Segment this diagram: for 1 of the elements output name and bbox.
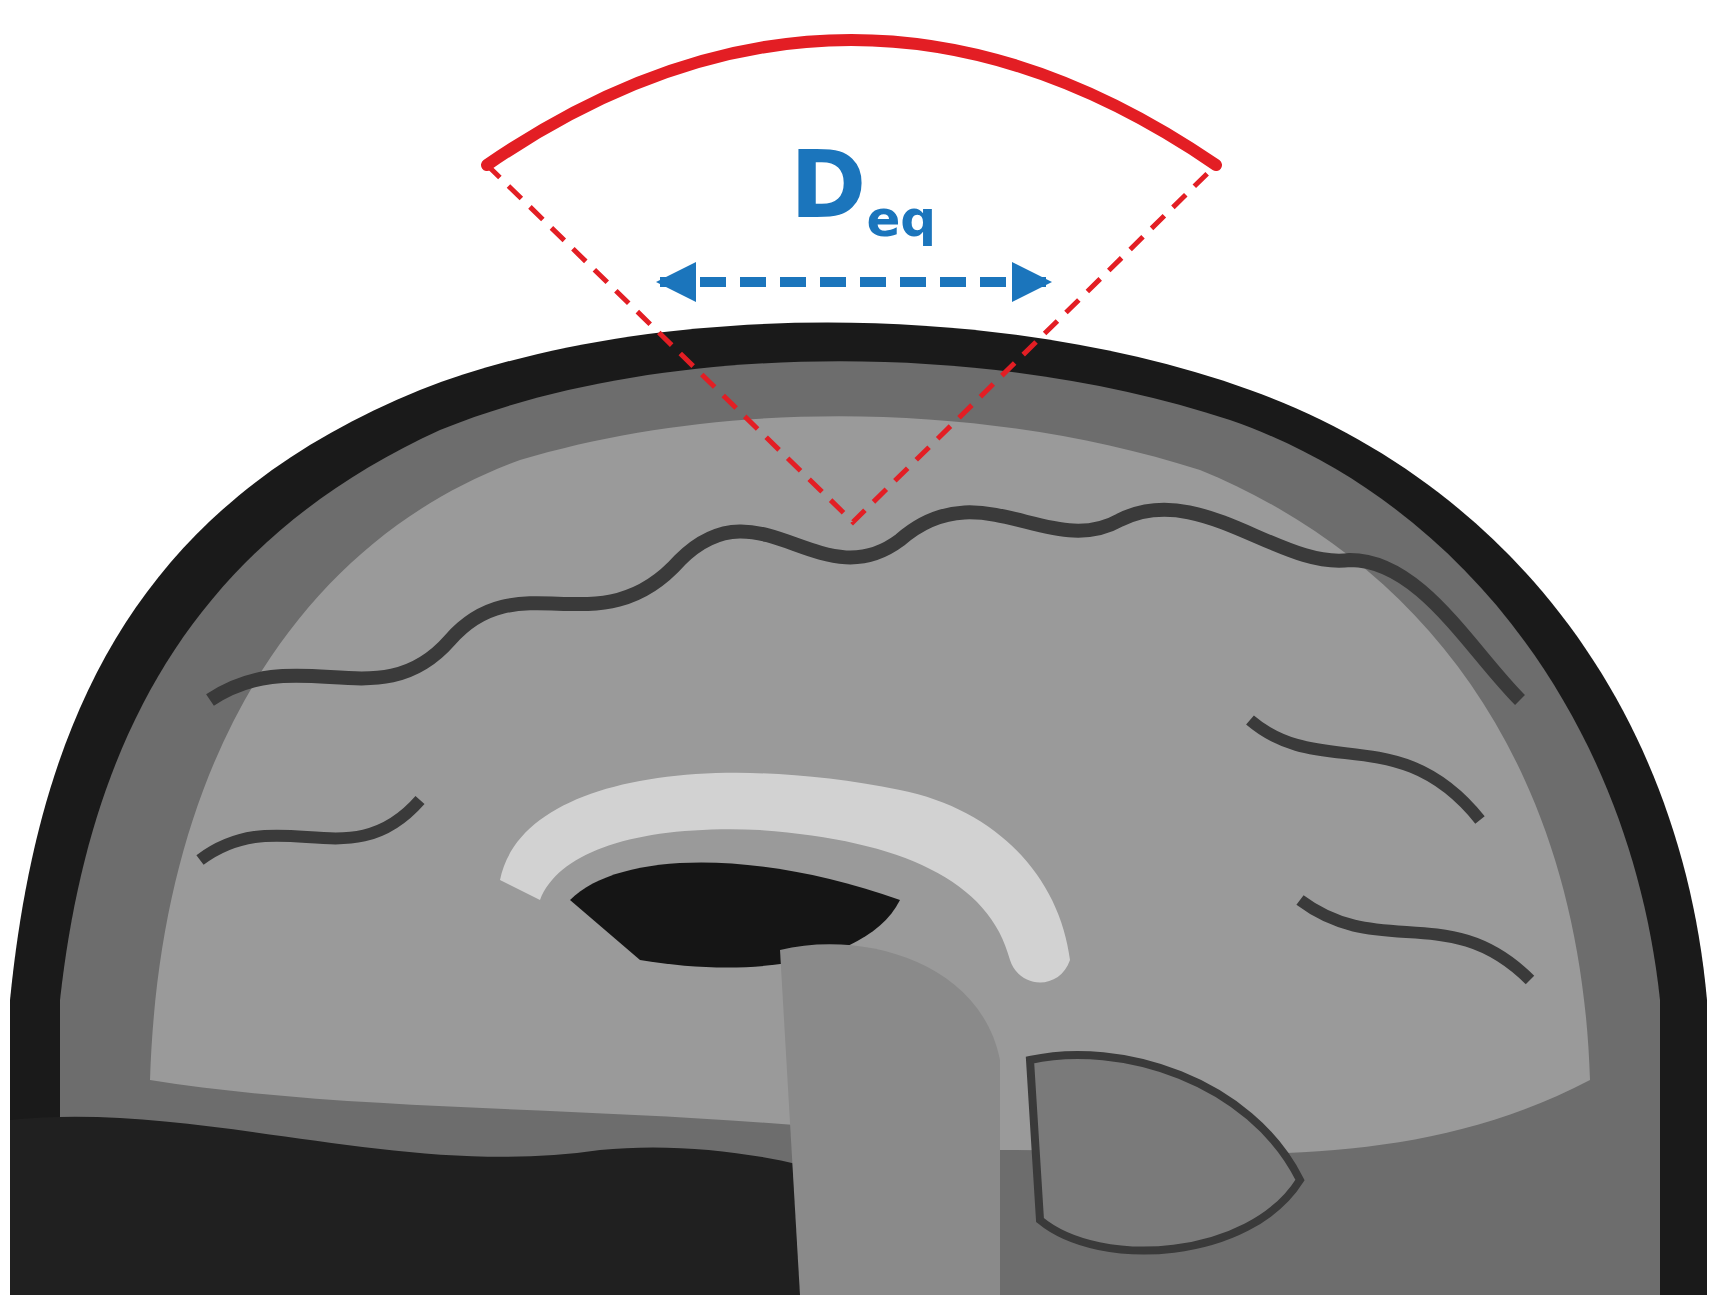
dimension-label: D$_{eq}$ [790, 140, 937, 245]
